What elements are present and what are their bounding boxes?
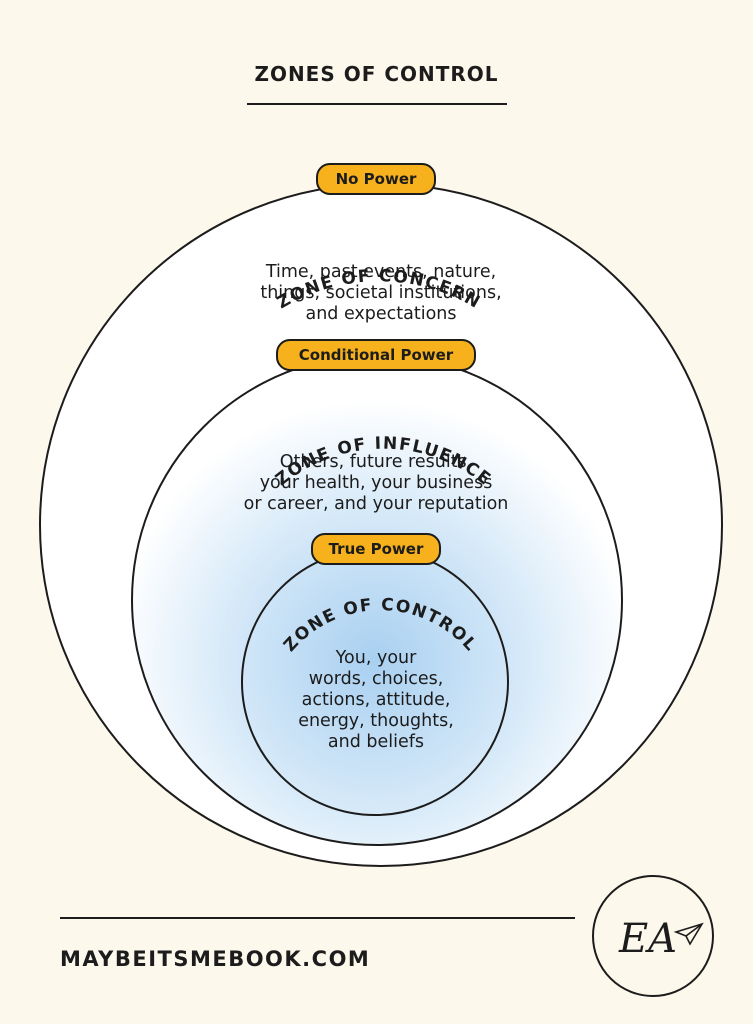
influence-line: Others, future results, (279, 452, 473, 472)
zone-of-influence-description: Others, future results, your health, you… (176, 452, 576, 515)
control-line: words, choices, (308, 669, 444, 689)
true-power-badge: True Power (311, 533, 441, 565)
influence-line: or career, and your reputation (243, 494, 509, 514)
zone-of-control-description: You, your words, choices, actions, attit… (241, 648, 511, 753)
paper-plane-icon (673, 922, 704, 946)
logo-monogram: EA (618, 916, 677, 962)
title-underline (247, 103, 507, 105)
concern-line: Time, past events, nature, (265, 262, 497, 282)
control-line: actions, attitude, (301, 690, 451, 710)
footer-divider (60, 917, 575, 919)
control-line: and beliefs (327, 732, 425, 752)
conditional-power-badge: Conditional Power (276, 339, 476, 371)
control-line: You, your (335, 648, 417, 668)
control-line: energy, thoughts, (298, 711, 454, 731)
zone-of-concern-description: Time, past events, nature, things, socie… (181, 262, 581, 325)
influence-line: your health, your business (259, 473, 493, 493)
no-power-badge: No Power (316, 163, 436, 195)
website-link[interactable]: MAYBEITSMEBOOK.COM (60, 947, 371, 971)
page-title: ZONES OF CONTROL (254, 62, 499, 86)
ea-logo: EA (592, 875, 714, 997)
concern-line: things, societal institutions, (260, 283, 502, 303)
concern-line: and expectations (305, 304, 457, 324)
